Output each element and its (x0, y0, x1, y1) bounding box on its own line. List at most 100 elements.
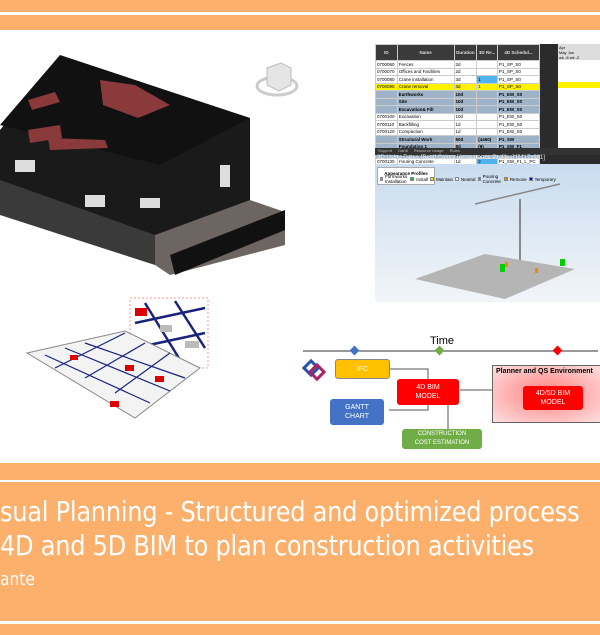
cell-dur: 10d (453, 105, 478, 114)
cell-dur: 10d (453, 112, 478, 121)
ifc-box: IFC (335, 359, 390, 379)
cell-dur: 10d (453, 97, 478, 106)
cell-name: Crane removal (396, 82, 455, 91)
gantt-week: wk -8 (559, 55, 569, 60)
cell-id: 0700070 (375, 67, 398, 76)
cell-id: 0700120 (375, 127, 398, 136)
cell-s: P1_EW_S0 (496, 90, 541, 99)
cell-s: P1_EW_S0 (496, 127, 541, 136)
legend-label: Temporary (534, 176, 556, 182)
divider (0, 480, 600, 482)
gantt-chart-box: GANTT CHART (330, 399, 384, 425)
cell-name: Crane installation (396, 75, 455, 84)
col-duration[interactable]: Duration (453, 44, 478, 61)
cost-estimation-box: CONSTRUCTION COST ESTIMATION (402, 429, 482, 449)
legend-item: Temporary (528, 176, 556, 182)
cell-s: P1_SP_S0 (496, 60, 541, 69)
legend-item: Neutral (455, 176, 476, 182)
cell-dur: 50d (453, 135, 478, 144)
cell-r (476, 90, 498, 99)
cell-dur: 1d (453, 120, 478, 129)
legend-item: Install (410, 176, 428, 182)
tab-gantt[interactable]: Gantt (398, 148, 408, 153)
cell-name: Offices and Facilities (396, 67, 455, 76)
gantt-month: May (559, 50, 567, 55)
legend-swatch-icon (528, 177, 533, 181)
cell-r: 1 (476, 75, 498, 84)
planner-environment-box: Planner and QS Environment 4D/5D BIM MOD… (492, 365, 600, 423)
cell-name: Fences (396, 60, 455, 69)
cell-name: Excavation& Fill (396, 105, 455, 114)
environment-title: Planner and QS Environment (496, 368, 593, 375)
legend-label: Formworks Installation (385, 174, 408, 184)
view-cube[interactable] (255, 58, 300, 98)
col-id[interactable]: ID (375, 44, 398, 61)
cell-dur: 3d (453, 75, 478, 84)
legend-swatch-icon (477, 177, 481, 181)
cell-r (476, 112, 498, 121)
3d-viewport[interactable] (375, 164, 600, 302)
title-line-1: sual Planning - Structured and optimized… (0, 495, 580, 528)
bottom-divider (0, 621, 600, 624)
tab-support[interactable]: Support (378, 148, 393, 153)
tab-resource-usage[interactable]: Resource Usage (413, 148, 444, 153)
legend-label: Install (416, 176, 429, 182)
appearance-profiles-legend: Appearance Profiles Formworks Installati… (377, 167, 556, 185)
cell-s: P1_EW_S0 (496, 112, 541, 121)
legend-label: Pouring Concrete (482, 174, 501, 184)
cell-name: Structural Work (396, 135, 455, 144)
cell-dur: 1d (453, 127, 478, 136)
gantt-pane: Apr May Jun wk -8 wk -2 (558, 44, 600, 148)
col-4d[interactable]: 4D Schedul... (496, 44, 541, 61)
4d-bim-model-box: 4D BIM MODEL (397, 379, 459, 405)
col-3d[interactable]: 3D Re... (476, 44, 498, 61)
cell-s: P1_SP_S0 (496, 82, 541, 91)
bottom-tabs: Support Gantt Resource Usage Rules (375, 148, 600, 155)
cell-name: Earthworks (396, 90, 455, 99)
cell-name: Backfilling (396, 120, 455, 129)
cell-r: (4460) (476, 135, 498, 144)
cell-dur: 3d (453, 82, 478, 91)
legend-swatch-icon (410, 177, 415, 181)
gantt-week: wk -2 (569, 55, 580, 60)
cell-s: P1_EW_S0 (496, 120, 541, 129)
cell-r (476, 97, 498, 106)
legend-title: Appearance Profiles (384, 170, 428, 176)
tab-rules[interactable]: Rules (449, 148, 460, 153)
legend-swatch-icon (503, 177, 508, 181)
legend-label: Maintain (436, 176, 454, 182)
title-line-2: 4D and 5D BIM to plan construction activ… (0, 529, 534, 562)
cell-s: P1_SP_S0 (496, 75, 541, 84)
cell-s: P1_SP_S0 (496, 67, 541, 76)
cell-id (375, 97, 398, 106)
col-name[interactable]: Name (396, 44, 455, 61)
legend-item: Pouring Concrete (477, 174, 502, 184)
crane-scene (415, 183, 575, 299)
foundation-grid-model (25, 297, 209, 419)
cell-r (476, 127, 498, 136)
cell-r: 1 (476, 82, 498, 91)
cell-id: 0700090 (375, 82, 398, 91)
cell-name: Excavation (396, 112, 455, 121)
cell-r (476, 105, 498, 114)
view-title: 3D Using Dates [Best] Colors [Appearance… (377, 155, 545, 161)
legend-item: Formworks Installation (380, 174, 408, 184)
cell-id (375, 135, 398, 144)
cell-name: Compaction (396, 127, 455, 136)
top-divider (0, 12, 600, 15)
legend-item: Remove (503, 176, 527, 182)
legend-swatch-icon (380, 177, 384, 181)
